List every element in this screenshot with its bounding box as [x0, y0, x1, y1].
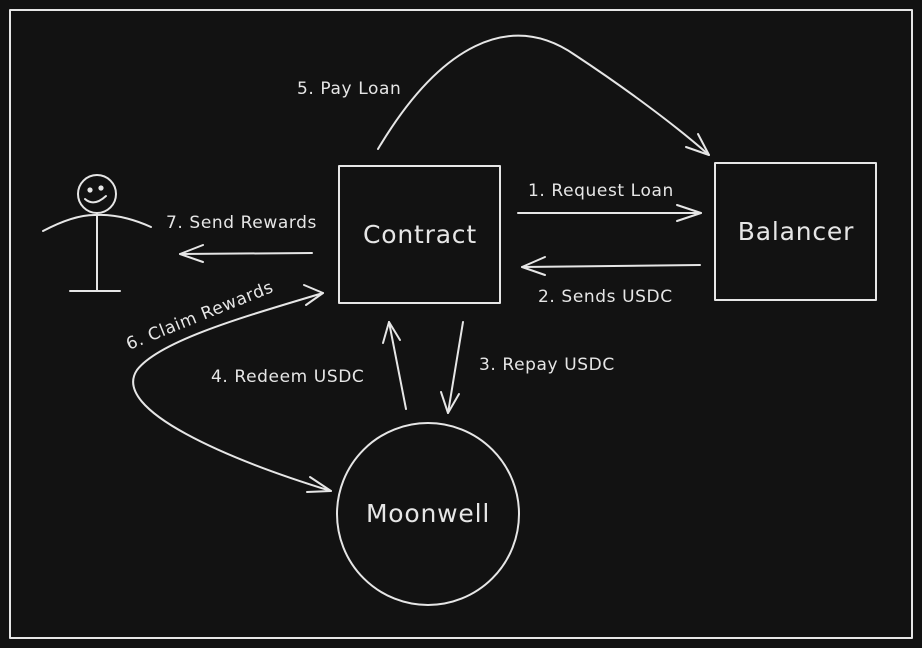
moonwell-node[interactable]: Moonwell — [336, 422, 520, 606]
step-send-rewards: 7. Send Rewards — [166, 213, 317, 233]
contract-label: Contract — [363, 220, 477, 249]
step-repay-usdc: 3. Repay USDC — [479, 355, 615, 375]
contract-box — [338, 165, 501, 304]
arrow-pay-loan — [377, 34, 710, 156]
arrow-redeem-usdc — [382, 321, 407, 410]
arrow-repay-usdc — [440, 321, 464, 414]
step-pay-loan: 5. Pay Loan — [297, 79, 401, 99]
diagram-frame — [9, 9, 913, 639]
arrow-request-loan — [517, 204, 702, 222]
arrow-send-rewards — [179, 244, 313, 263]
balancer-node[interactable]: Balancer — [714, 162, 877, 301]
step-redeem-usdc: 4. Redeem USDC — [211, 367, 364, 387]
moonwell-circle — [336, 422, 520, 606]
step-sends-usdc: 2. Sends USDC — [538, 287, 673, 307]
balancer-box — [714, 162, 877, 301]
contract-node[interactable]: Contract — [338, 165, 501, 304]
moonwell-label: Moonwell — [366, 499, 490, 528]
arrow-claim-rewards — [132, 284, 332, 493]
balancer-label: Balancer — [738, 217, 854, 246]
step-request-loan: 1. Request Loan — [528, 181, 674, 201]
stick-figure-user-icon — [42, 174, 152, 292]
step-claim-rewards: 6. Claim Rewards — [123, 277, 276, 354]
arrow-sends-usdc — [521, 256, 701, 276]
